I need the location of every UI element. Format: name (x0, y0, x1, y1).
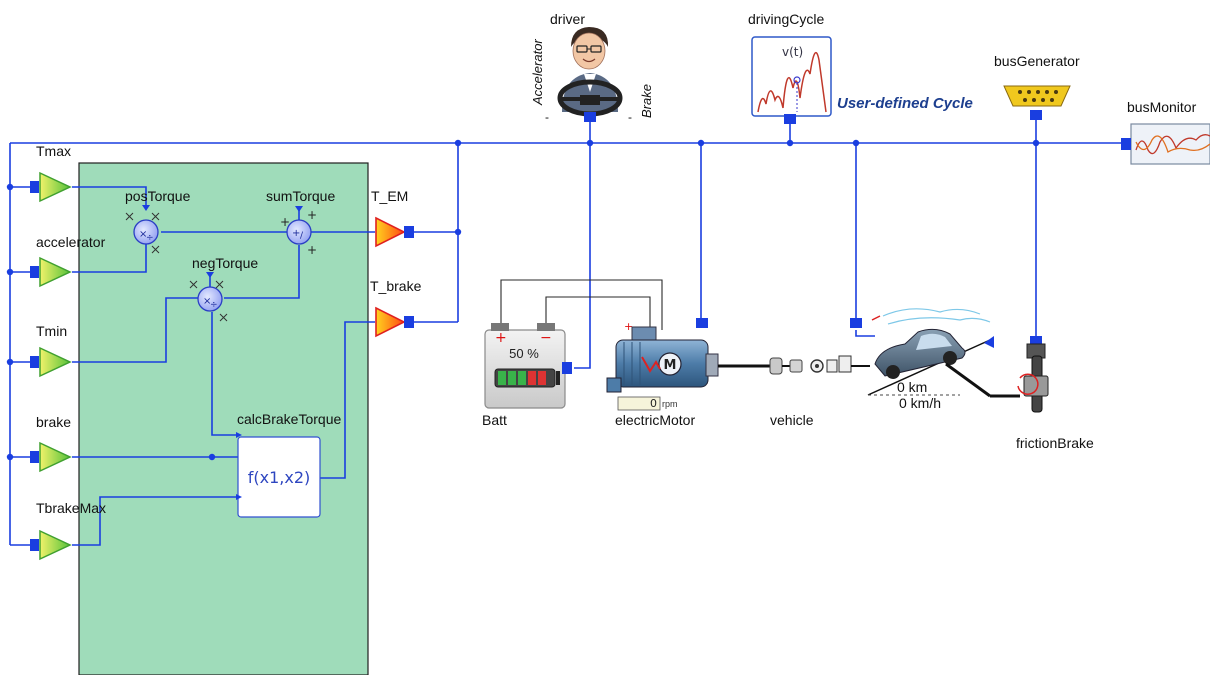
friction-brake-block[interactable]: frictionBrake (990, 336, 1094, 451)
bus-monitor-block[interactable]: busMonitor (1121, 99, 1210, 165)
bus-monitor-label: busMonitor (1127, 99, 1197, 115)
accelerator-pedal-label: Accelerator (530, 39, 545, 106)
svg-text:/: / (300, 231, 304, 241)
gain-brake[interactable]: brake (30, 414, 72, 473)
battery-soc: 50 % (509, 346, 539, 361)
svg-text:+: + (292, 228, 300, 239)
brake-pedal-label: Brake (639, 84, 654, 118)
svg-text:-: - (545, 110, 549, 124)
svg-text:÷: ÷ (146, 233, 154, 243)
drivetrain: vehicle (718, 355, 870, 428)
svg-text:×: × (139, 229, 147, 240)
battery-block[interactable]: + − 50 % Batt (482, 279, 663, 428)
calc-brake-torque-label: calcBrakeTorque (237, 411, 341, 427)
tmin-label: Tmin (36, 323, 67, 339)
controller-area (78, 162, 369, 675)
driver-block[interactable]: driver Accelerator Brake - - (530, 11, 654, 124)
motor-letter: M (664, 358, 677, 373)
calc-function-label: f(x1,x2) (248, 468, 311, 487)
gain-tmax[interactable]: Tmax (30, 143, 72, 203)
electric-motor-block[interactable]: + M 0 rpm electricMotor (606, 318, 719, 428)
motor-speed-value: 0 (650, 397, 657, 410)
svg-text:+: + (624, 320, 633, 333)
distance-readout: 0 km (897, 379, 927, 395)
t-em-output[interactable]: T_EM (371, 188, 414, 248)
svg-text:+: + (495, 330, 507, 346)
negtorque-label: negTorque (192, 255, 258, 271)
tmax-label: Tmax (36, 143, 71, 159)
friction-brake-label: frictionBrake (1016, 435, 1094, 451)
junction-dots (6, 139, 1040, 461)
gain-tmin[interactable]: Tmin (30, 323, 72, 378)
bus-generator-block[interactable]: busGenerator (994, 53, 1080, 120)
sumtorque-label: sumTorque (266, 188, 335, 204)
cycle-plot-label: v(t) (782, 45, 803, 59)
vehicle-label: vehicle (770, 412, 814, 428)
vehicle-block[interactable]: 0 km 0 km/h (850, 308, 994, 411)
driver-label: driver (550, 11, 585, 27)
svg-text:×: × (203, 296, 211, 307)
postorque-block[interactable]: × ÷ posTorque (125, 188, 191, 254)
brake-label: brake (36, 414, 71, 430)
accelerator-label: accelerator (36, 234, 106, 250)
driving-cycle-label: drivingCycle (748, 11, 824, 27)
driving-cycle-block[interactable]: drivingCycle v(t) User-defined Cycle (748, 11, 973, 124)
t-em-label: T_EM (371, 188, 408, 204)
gain-accelerator[interactable]: accelerator (30, 234, 106, 288)
calc-brake-torque-block[interactable]: f(x1,x2) calcBrakeTorque (236, 411, 341, 518)
svg-text:÷: ÷ (210, 300, 218, 310)
svg-text:+: + (307, 243, 317, 257)
svg-text:+: + (280, 215, 290, 229)
electric-motor-label: electricMotor (615, 412, 695, 428)
sumtorque-block[interactable]: + / + + + sumTorque (266, 188, 335, 257)
bus-generator-label: busGenerator (994, 53, 1080, 69)
svg-text:+: + (307, 208, 317, 222)
t-brake-output[interactable]: T_brake (370, 278, 422, 338)
svg-text:−: − (540, 330, 552, 346)
svg-text:-: - (628, 110, 632, 124)
speed-readout: 0 km/h (899, 395, 941, 411)
battery-label: Batt (482, 412, 507, 428)
tbrakemax-label: TbrakeMax (36, 500, 106, 516)
postorque-label: posTorque (125, 188, 191, 204)
negtorque-block[interactable]: × ÷ negTorque (189, 255, 258, 322)
motor-speed-unit: rpm (662, 399, 678, 409)
user-cycle-label: User-defined Cycle (837, 95, 973, 112)
t-brake-label: T_brake (370, 278, 422, 294)
gain-tbrakemax[interactable]: TbrakeMax (30, 500, 106, 561)
